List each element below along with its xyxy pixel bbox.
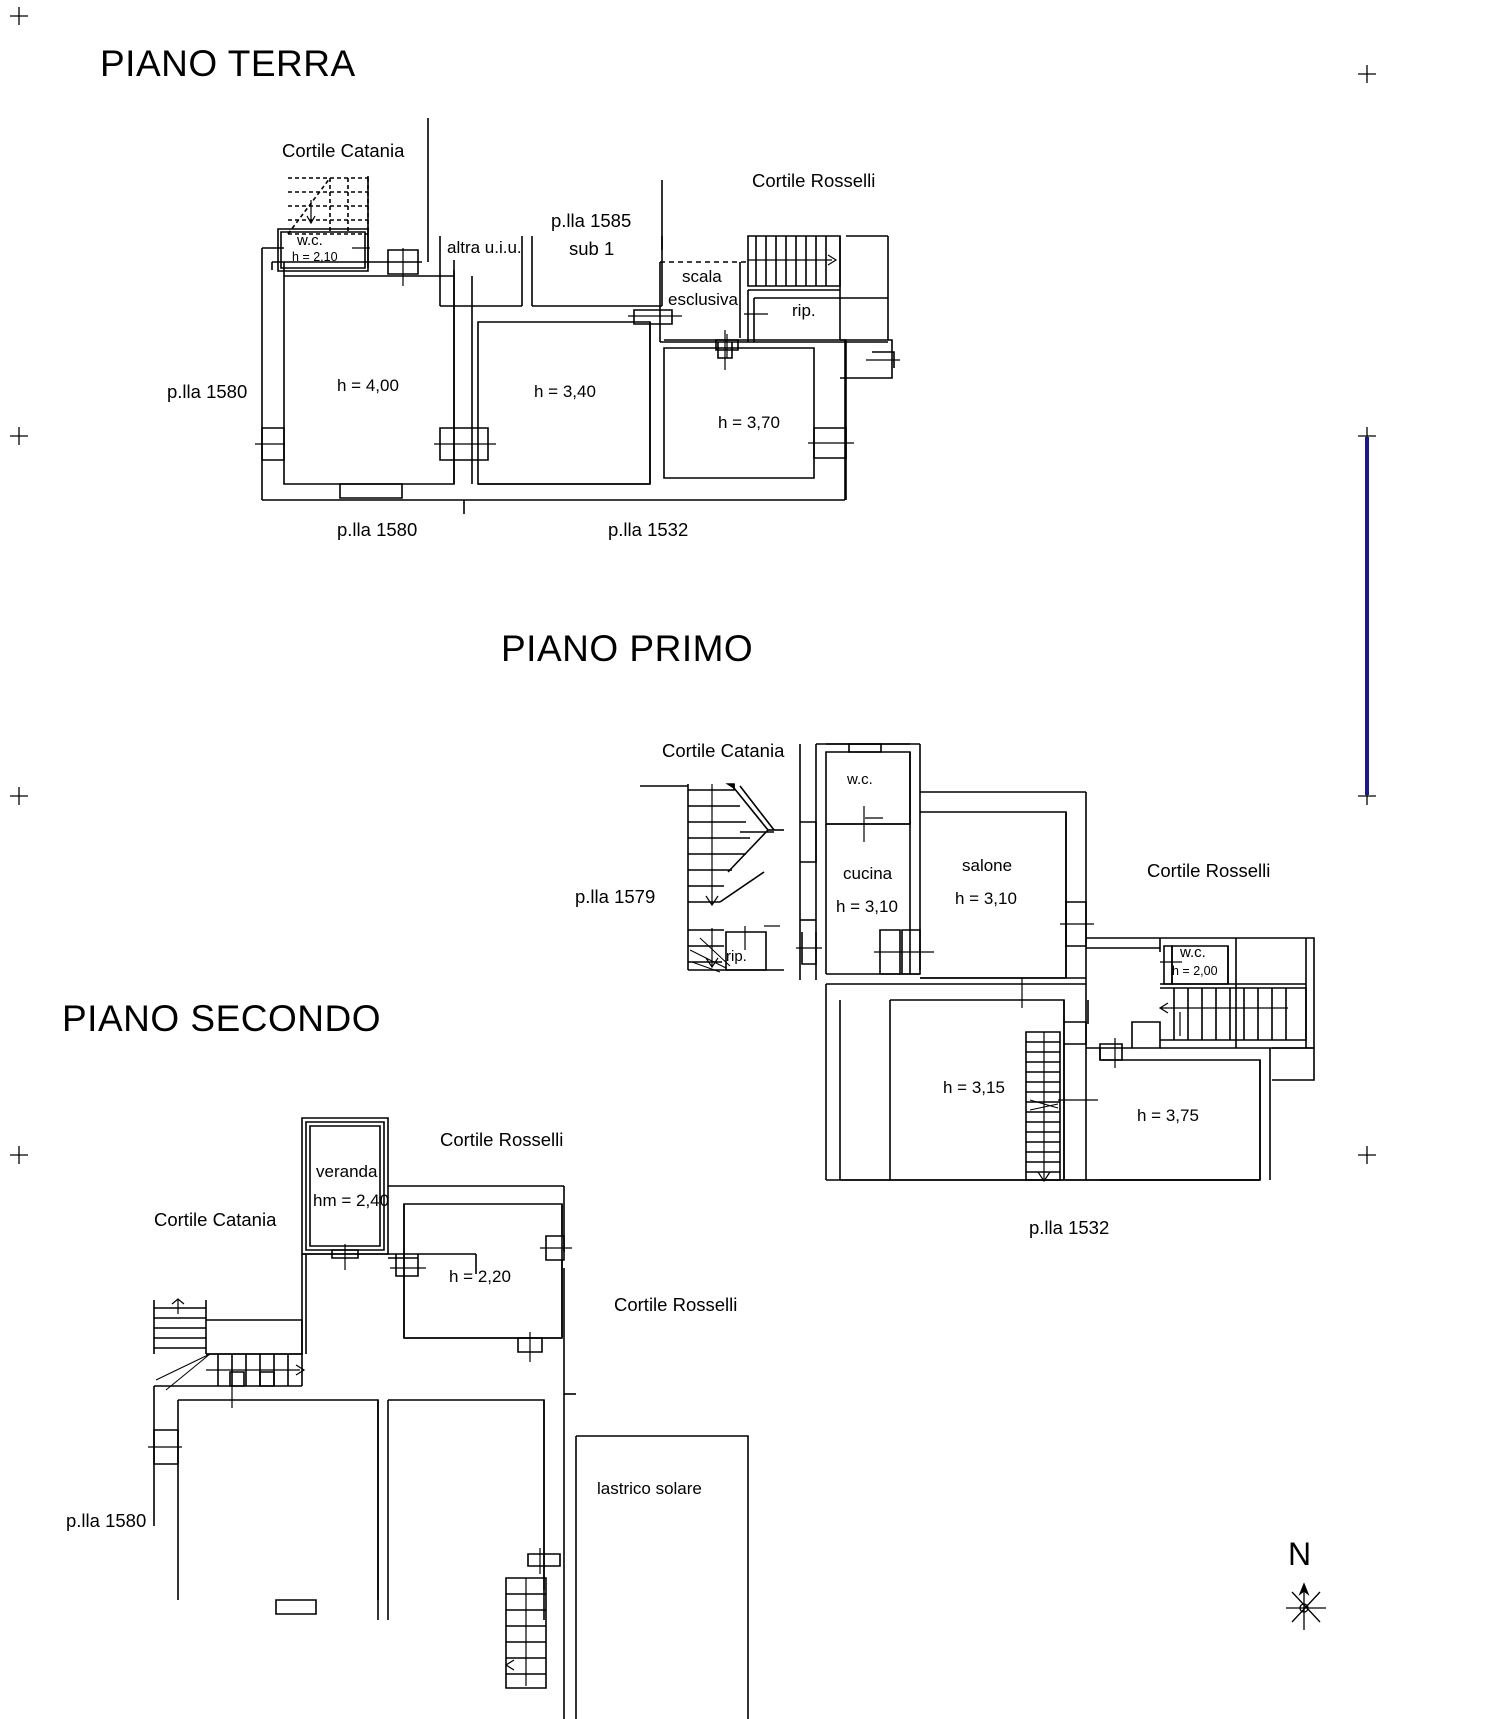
second-parcel-1580: p.lla 1580	[66, 1510, 147, 1531]
ground-parcel-1585-sub: sub 1	[569, 238, 615, 259]
ground-floor-drawing	[255, 118, 900, 514]
ground-room-a-height: h = 4,00	[337, 376, 399, 395]
second-courtyard-rosselli-bottom: Cortile Rosselli	[614, 1294, 738, 1315]
first-room-d-height: h = 3,15	[943, 1078, 1005, 1097]
second-veranda-height: hm = 2,40	[313, 1191, 390, 1210]
ground-parcel-bottom-right: p.lla 1532	[608, 519, 689, 540]
ground-floor-title: PIANO TERRA	[100, 43, 356, 84]
ground-stair-label-line1: scala	[682, 267, 722, 286]
ground-storage-label: rip.	[792, 301, 816, 320]
ground-courtyard-rosselli-label: Cortile Rosselli	[752, 170, 876, 191]
second-terrace-label: lastrico solare	[597, 1479, 702, 1498]
first-parcel-1579: p.lla 1579	[575, 886, 656, 907]
ground-courtyard-catania-label: Cortile Catania	[282, 140, 405, 161]
first-courtyard-catania-label: Cortile Catania	[662, 740, 785, 761]
second-courtyard-catania-label: Cortile Catania	[154, 1209, 277, 1230]
second-floor-title: PIANO SECONDO	[62, 998, 381, 1039]
ground-stair-label-line2: esclusiva	[668, 290, 738, 309]
first-living-height: h = 3,10	[955, 889, 1017, 908]
first-floor-title: PIANO PRIMO	[501, 628, 754, 669]
first-courtyard-rosselli-label: Cortile Rosselli	[1147, 860, 1271, 881]
first-storage-label: rip.	[726, 948, 747, 965]
north-label: N	[1288, 1536, 1312, 1572]
first-wc-right-height: h = 2,00	[1172, 964, 1218, 978]
first-parcel-1532: p.lla 1532	[1029, 1217, 1110, 1238]
second-courtyard-rosselli-top: Cortile Rosselli	[440, 1129, 564, 1150]
registration-marks	[10, 7, 1376, 1164]
ground-parcel-left: p.lla 1580	[167, 381, 248, 402]
ground-room-c-height: h = 3,70	[718, 413, 780, 432]
first-wc-label: w.c.	[847, 771, 873, 788]
first-kitchen-label: cucina	[843, 864, 893, 883]
first-room-e-height: h = 3,75	[1137, 1106, 1199, 1125]
ground-wc-label: w.c.	[297, 232, 323, 249]
ground-room-b-height: h = 3,40	[534, 382, 596, 401]
first-kitchen-height: h = 3,10	[836, 897, 898, 916]
compass-rose-icon	[1286, 1582, 1326, 1630]
first-floor-drawing	[640, 743, 1315, 1183]
second-room-f-height: h = 2,20	[449, 1267, 511, 1286]
ground-parcel-1585: p.lla 1585	[551, 210, 632, 231]
second-floor-drawing	[148, 1117, 749, 1719]
ground-parcel-bottom-left: p.lla 1580	[337, 519, 418, 540]
second-veranda-label: veranda	[316, 1162, 378, 1181]
first-wc-right-label: w.c.	[1180, 944, 1206, 961]
ground-wc-height: h = 2,10	[292, 250, 338, 264]
first-living-label: salone	[962, 856, 1013, 875]
ground-other-unit-label: altra u.i.u.	[447, 238, 522, 257]
